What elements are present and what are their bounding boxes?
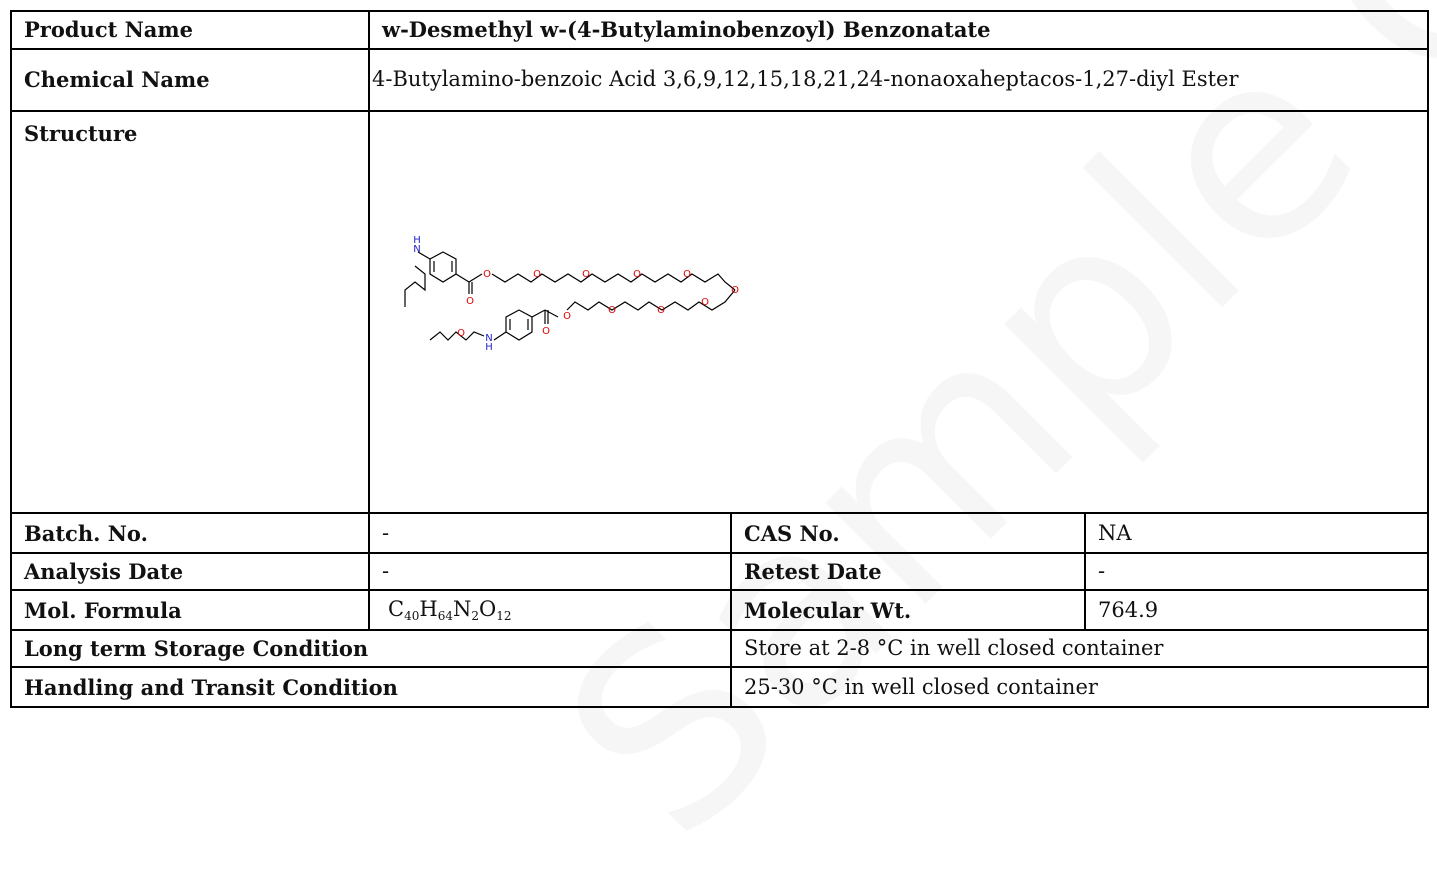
mol-formula-label: Mol. Formula xyxy=(10,589,370,632)
chemical-name-value: 4-Butylamino-benzoic Acid 3,6,9,12,15,18… xyxy=(368,48,1429,112)
row-handling: Handling and Transit Condition 25-30 °C … xyxy=(10,666,1429,709)
formula-count-o: 12 xyxy=(496,609,512,623)
atom-o-ether: O xyxy=(457,328,465,339)
atom-o-chain-7: O xyxy=(657,305,665,316)
coa-table: Product Name w-Desmethyl w-(4-Butylamino… xyxy=(10,10,1429,709)
cas-label: CAS No. xyxy=(730,512,1086,555)
formula-count-c: 40 xyxy=(404,609,420,623)
atom-o-chain-5: O xyxy=(731,285,739,296)
atom-o-chain-6: O xyxy=(701,297,709,308)
atom-o-upper-ester: O xyxy=(483,269,491,280)
row-formula: Mol. Formula C40H64N2O12 Molecular Wt. 7… xyxy=(10,589,1429,632)
analysis-date-label: Analysis Date xyxy=(10,552,370,592)
structure-label: Structure xyxy=(10,109,370,515)
row-batch: Batch. No. - CAS No. NA xyxy=(10,512,1429,555)
molecular-weight-label: Molecular Wt. xyxy=(730,589,1086,632)
molecular-weight-value: 764.9 xyxy=(1084,589,1429,632)
structure-image: N H O O O O O O O O O O O O O N H xyxy=(368,109,1429,515)
analysis-date-value: - xyxy=(368,552,732,592)
atom-o-lower-carbonyl: O xyxy=(542,326,550,337)
handling-value: 25-30 °C in well closed container xyxy=(730,666,1429,709)
atom-o-lower-ester: O xyxy=(563,311,571,322)
retest-date-value: - xyxy=(1084,552,1429,592)
formula-element-c: C xyxy=(388,597,405,621)
batch-label: Batch. No. xyxy=(10,512,370,555)
molecule-structure: N H O O O O O O O O O O O O O N H xyxy=(404,235,739,353)
atom-n-upper: N xyxy=(413,244,420,255)
formula-element-n: N xyxy=(452,597,472,621)
atom-h-upper: H xyxy=(413,235,421,246)
row-structure: Structure xyxy=(10,109,1429,515)
atom-n-lower: N xyxy=(485,333,492,344)
atom-o-chain-4: O xyxy=(683,269,691,280)
mol-formula-value: C40H64N2O12 xyxy=(368,589,732,632)
row-product-name: Product Name w-Desmethyl w-(4-Butylamino… xyxy=(10,10,1429,50)
handling-label: Handling and Transit Condition xyxy=(10,666,732,709)
cas-value: NA xyxy=(1084,512,1429,555)
storage-label: Long term Storage Condition xyxy=(10,629,732,669)
formula-count-h: 64 xyxy=(437,609,453,623)
atom-o-upper-carbonyl: O xyxy=(466,296,474,307)
formula-count-n: 2 xyxy=(471,609,479,623)
atom-h-lower: H xyxy=(485,342,493,353)
chemical-name-label: Chemical Name xyxy=(10,48,370,112)
product-name-value: w-Desmethyl w-(4-Butylaminobenzoyl) Benz… xyxy=(368,10,1429,50)
molecule-bonds xyxy=(404,251,736,341)
atom-o-chain-2: O xyxy=(582,269,590,280)
atom-o-chain-1: O xyxy=(533,269,541,280)
row-analysis: Analysis Date - Retest Date - xyxy=(10,552,1429,592)
row-chemical-name: Chemical Name 4-Butylamino-benzoic Acid … xyxy=(10,48,1429,112)
storage-value: Store at 2-8 °C in well closed container xyxy=(730,629,1429,669)
atom-o-chain-8: O xyxy=(608,305,616,316)
batch-value: - xyxy=(368,512,732,555)
retest-date-label: Retest Date xyxy=(730,552,1086,592)
row-storage: Long term Storage Condition Store at 2-8… xyxy=(10,629,1429,669)
product-name-label: Product Name xyxy=(10,10,370,50)
atom-o-chain-3: O xyxy=(633,269,641,280)
formula-element-h: H xyxy=(419,597,438,621)
formula-element-o: O xyxy=(478,597,497,621)
